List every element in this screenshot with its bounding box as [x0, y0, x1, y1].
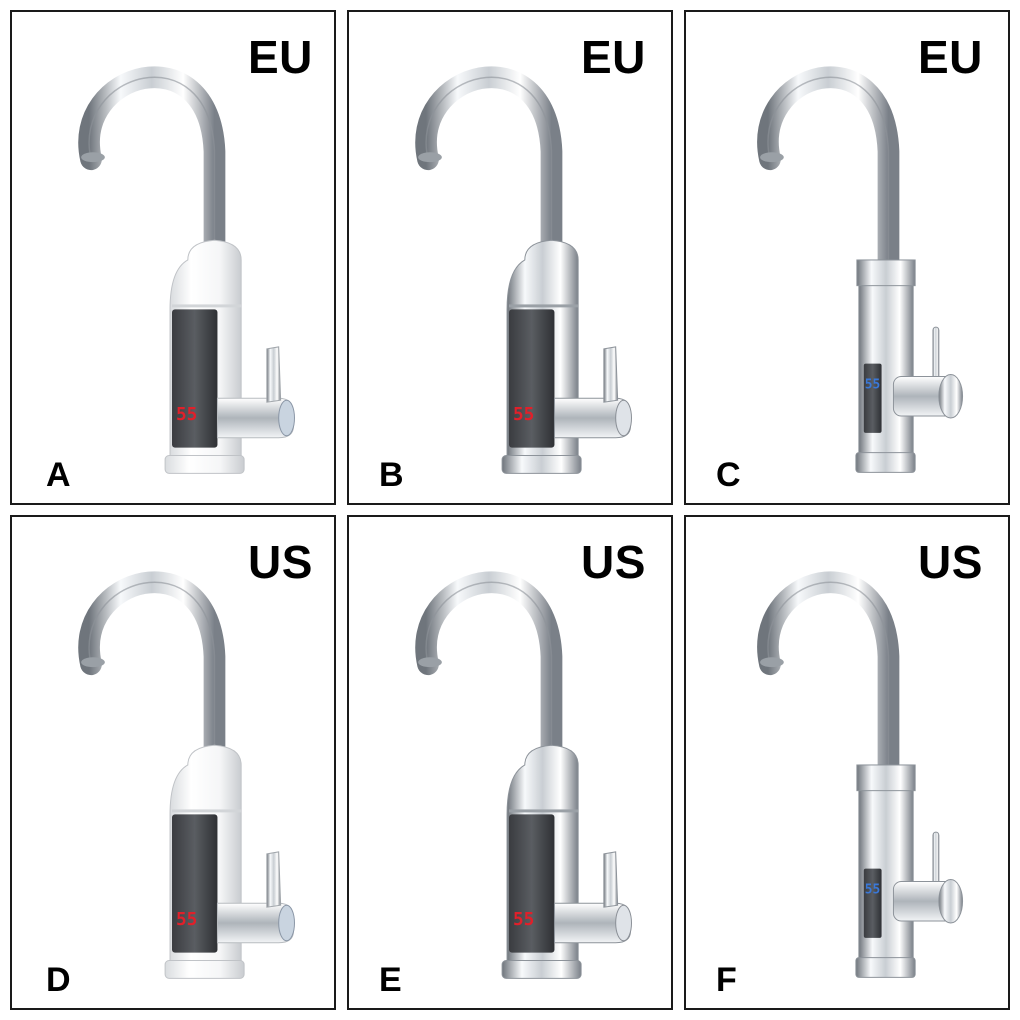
temperature-display: 55: [513, 910, 534, 930]
region-label: US: [918, 536, 983, 588]
faucet-icon: 55: [415, 66, 632, 474]
temperature-display: 55: [865, 882, 880, 897]
region-label: US: [581, 536, 646, 588]
faucet-icon: 55: [415, 571, 632, 979]
region-label: EU: [248, 31, 313, 83]
faucet-icon: 55: [78, 571, 295, 979]
temperature-display: 55: [865, 377, 880, 392]
temperature-display: 55: [513, 405, 534, 425]
variant-letter: A: [46, 456, 71, 494]
variant-letter: D: [46, 961, 71, 999]
panel-d: 55 US D: [10, 515, 336, 1010]
region-label: EU: [918, 31, 983, 83]
variant-letter: F: [716, 961, 737, 999]
variant-letter: E: [379, 961, 402, 999]
faucet-icon: 55: [78, 66, 295, 474]
region-label: US: [248, 536, 313, 588]
panel-f: 55 US F: [684, 515, 1010, 1010]
variant-letter: C: [716, 456, 741, 494]
panel-c: 55 EU C: [684, 10, 1010, 505]
panel-b: 55 EU B: [347, 10, 673, 505]
panel-a: 55 EU A: [10, 10, 336, 505]
temperature-display: 55: [176, 910, 197, 930]
temperature-display: 55: [176, 405, 197, 425]
region-label: EU: [581, 31, 646, 83]
faucet-icon: 55: [757, 66, 964, 473]
variant-letter: B: [379, 456, 404, 494]
panel-e: 55 US E: [347, 515, 673, 1010]
faucet-icon: 55: [757, 571, 964, 978]
